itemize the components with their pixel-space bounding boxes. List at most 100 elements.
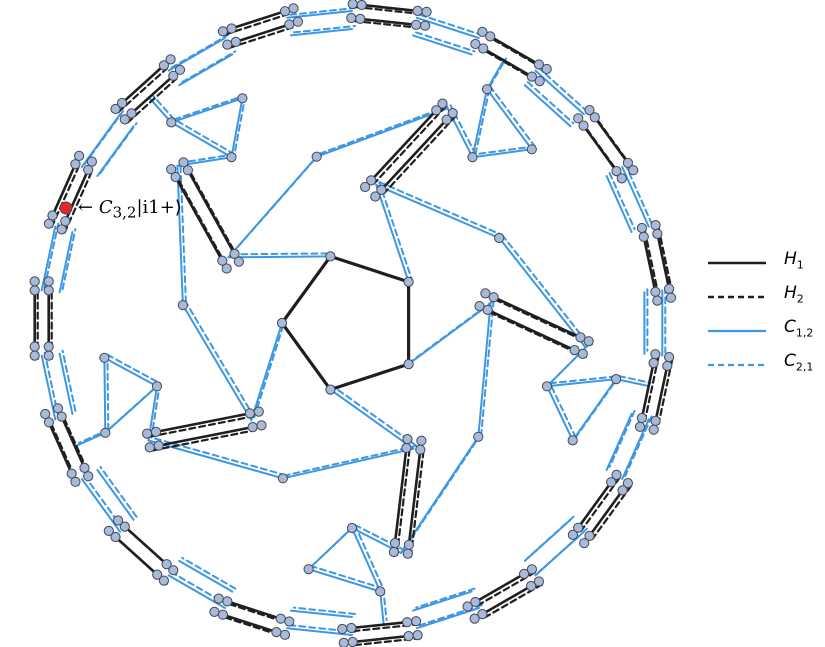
legend-item-h1: H1 xyxy=(706,248,821,282)
graph-node-73 xyxy=(152,569,163,580)
graph-node-33 xyxy=(662,360,673,371)
c12-edge-189 xyxy=(103,356,158,388)
graph-diagram xyxy=(29,0,677,647)
h2-edge-123 xyxy=(373,105,447,185)
c12-edge-187 xyxy=(103,356,107,434)
h1-edge-206 xyxy=(169,167,224,263)
h2-edge-163 xyxy=(395,449,411,557)
graph-node-1 xyxy=(356,0,367,11)
graph-node-143 xyxy=(541,381,553,392)
c21-edge-129 xyxy=(474,85,491,156)
legend-swatch-h2 xyxy=(708,295,766,299)
graph-node-118 xyxy=(284,19,295,30)
graph-node-4 xyxy=(412,5,423,16)
graph-node-133 xyxy=(577,348,588,359)
graph-node-169 xyxy=(151,381,163,392)
graph-node-95 xyxy=(43,276,54,287)
c21-edge-169 xyxy=(310,524,356,568)
graph-node-109 xyxy=(165,54,176,65)
graph-node-3 xyxy=(355,13,366,24)
c12-edge-153 xyxy=(615,378,649,387)
graph-node-164 xyxy=(253,406,264,417)
graph-node-47 xyxy=(567,529,579,541)
graph-node-175 xyxy=(170,171,181,183)
graph-node-150 xyxy=(401,442,412,454)
graph-node-132 xyxy=(494,232,505,244)
c21-edge-111 xyxy=(99,122,138,174)
graph-node-139 xyxy=(488,292,499,303)
c21-edge-188 xyxy=(106,353,110,431)
graph-node-183 xyxy=(325,251,336,262)
graph-node-78 xyxy=(119,521,130,532)
c21-edge-119 xyxy=(292,25,356,34)
h1-edge-204 xyxy=(182,161,236,256)
graph-node-100 xyxy=(70,159,81,170)
c12-edge-195 xyxy=(75,431,107,447)
c21-edge-133 xyxy=(489,57,507,88)
graph-node-141 xyxy=(611,374,622,385)
graph-node-72 xyxy=(158,575,169,586)
h2-edge-5 xyxy=(484,33,544,69)
graph-node-41 xyxy=(617,485,628,496)
graph-node-130 xyxy=(467,152,478,163)
graph-node-66 xyxy=(284,616,295,627)
graph-node-146 xyxy=(388,546,399,558)
graph-node-151 xyxy=(402,434,413,445)
c12-edge-135 xyxy=(375,184,410,283)
graph-node-58 xyxy=(411,616,422,627)
legend-label-h2: H xyxy=(784,283,797,303)
graph-node-86 xyxy=(56,411,67,422)
c21-edge-136 xyxy=(378,181,413,280)
graph-node-182 xyxy=(226,152,237,163)
graph-node-48 xyxy=(533,576,545,587)
graph-node-49 xyxy=(526,580,537,592)
graph-node-108 xyxy=(158,60,169,71)
c12-edge-212 xyxy=(170,121,233,159)
graph-node-23 xyxy=(616,173,627,184)
c12-edge-137 xyxy=(375,184,501,239)
graph-node-82 xyxy=(83,471,94,482)
legend-swatch-c21 xyxy=(708,363,766,367)
graph-node-126 xyxy=(366,175,377,186)
legend-item-c21: C2,1 xyxy=(706,350,821,384)
h2-edge-205 xyxy=(185,164,239,258)
graph-node-137 xyxy=(482,304,493,315)
graph-node-107 xyxy=(126,108,137,119)
graph-node-171 xyxy=(177,300,188,311)
graph-node-167 xyxy=(100,427,111,438)
graph-node-142 xyxy=(567,435,578,446)
graph-node-128 xyxy=(481,84,493,95)
h1-edge-122 xyxy=(369,102,444,182)
legend-sub-h2: 2 xyxy=(796,292,804,306)
legend-item-h2: H2 xyxy=(706,282,821,316)
graph-node-115 xyxy=(230,36,241,48)
graph-node-159 xyxy=(142,428,153,439)
annotation-symbol: C xyxy=(98,197,113,218)
c12-edge-70 xyxy=(605,175,633,234)
c21-edge-103 xyxy=(61,349,77,412)
c21-edge-222 xyxy=(230,152,321,256)
graph-node-111 xyxy=(174,64,186,75)
graph-node-102 xyxy=(83,164,94,175)
h2-edge-15 xyxy=(643,229,660,296)
c21-edge-171 xyxy=(354,524,385,590)
c21-edge-77 xyxy=(624,415,653,477)
h2-edge-1 xyxy=(354,5,422,15)
c21-edge-81 xyxy=(537,527,588,574)
h1-edge-141 xyxy=(486,308,585,356)
graph-node-147 xyxy=(389,538,401,549)
graph-node-64 xyxy=(279,629,291,640)
c12-edge-223 xyxy=(315,107,449,158)
graph-node-124 xyxy=(376,184,387,195)
c21-edge-140 xyxy=(501,234,590,346)
h2-edge-144 xyxy=(495,299,593,346)
graph-node-54 xyxy=(470,596,481,608)
c21-edge-99 xyxy=(99,466,138,518)
c21-edge-127 xyxy=(474,145,536,156)
graph-node-163 xyxy=(244,408,255,419)
graph-node-53 xyxy=(469,613,480,624)
graph-node-18 xyxy=(573,113,584,124)
h2-edge-121 xyxy=(383,114,457,194)
graph-node-83 xyxy=(79,462,90,473)
graph-node-62 xyxy=(346,622,357,634)
